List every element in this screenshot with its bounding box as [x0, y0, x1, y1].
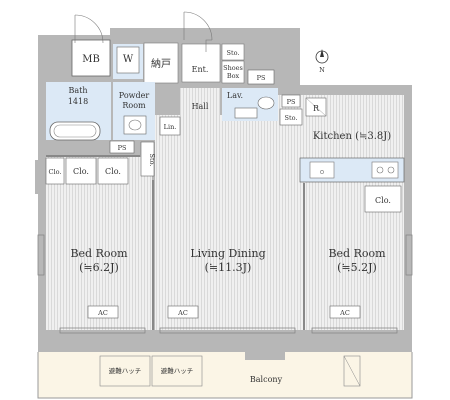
ps-left-label: PS	[118, 144, 127, 152]
washer-label: W	[123, 54, 134, 65]
shoes-box-label-2: Box	[227, 72, 240, 80]
closet-3-label: Clo.	[105, 167, 121, 176]
sink-bowl	[128, 119, 142, 131]
sto-right-label: Sto.	[285, 114, 298, 122]
lav-label: Lav.	[227, 91, 243, 100]
balcony-column	[245, 340, 285, 360]
ac-mid-box	[167, 305, 199, 319]
interior-walls	[46, 155, 305, 330]
ps-right-box	[281, 94, 301, 108]
closet-right-box	[364, 185, 402, 213]
ps-top-label: PS	[257, 74, 266, 82]
sto-hall-label: Sto.	[148, 154, 156, 167]
hall-floor	[180, 88, 220, 128]
wall-notch	[35, 160, 41, 194]
washer-box	[116, 46, 140, 74]
kitchen-sink	[309, 161, 335, 179]
linen-label: Lin.	[164, 123, 177, 131]
mb-label: MB	[82, 54, 100, 65]
closet-1-label: Clo.	[49, 168, 62, 176]
burner-1	[376, 166, 384, 174]
ps-right-label: PS	[287, 98, 296, 106]
windows	[37, 234, 413, 334]
entrance-label: Ent.	[192, 65, 209, 74]
hatch-2-label: 避難ハッチ	[161, 366, 194, 375]
mb-box	[71, 39, 111, 77]
bathtub	[49, 121, 101, 141]
ps-left-box	[109, 140, 135, 154]
bedroom-left-floor	[46, 157, 152, 330]
sink-drain	[320, 170, 324, 174]
hatch-2-box	[151, 355, 203, 387]
bath-label: Bath	[68, 86, 87, 95]
sto-top-box	[221, 43, 245, 61]
bath-size-label: 1418	[68, 97, 88, 106]
shoes-box-label-1: Shoes	[223, 64, 243, 72]
entrance-floor	[181, 43, 221, 83]
hatch-1-label: 避難ハッチ	[109, 366, 142, 375]
lav-sink	[234, 107, 258, 119]
hall-label: Hall	[192, 102, 209, 111]
ac-left-label: AC	[97, 309, 108, 317]
vanity-sink	[123, 115, 147, 135]
powder-room-label-2: Room	[122, 101, 146, 110]
fridge-label: R	[313, 104, 320, 113]
toilet	[257, 96, 275, 110]
stove	[371, 161, 399, 179]
ac-right-label: AC	[339, 309, 350, 317]
bedroom-left-label: Bed Room	[70, 247, 128, 260]
powder-room-label-1: Powder	[119, 91, 150, 100]
bathtub-inner	[53, 124, 97, 138]
closet-1-box	[45, 157, 65, 185]
storage-room	[143, 42, 179, 84]
bedroom-left-size: (≒6.2J)	[79, 261, 119, 274]
linen-box	[159, 116, 181, 136]
burner-2	[387, 166, 395, 174]
entrance-doors	[74, 11, 213, 52]
balcony-label: Balcony	[250, 375, 283, 384]
sto-right-box	[279, 108, 303, 126]
living-dining-label: Living Dining	[190, 247, 265, 260]
kitchen-label: Kitchen (≒3.8J)	[313, 131, 391, 142]
closet-3-box	[97, 157, 129, 185]
north-arrow: N	[315, 49, 329, 74]
closet-right-label: Clo.	[375, 196, 391, 205]
balcony-wall	[38, 340, 412, 352]
bedroom-right-label: Bed Room	[328, 247, 386, 260]
closet-2-label: Clo.	[73, 167, 89, 176]
closet-2-box	[65, 157, 97, 185]
balcony-unit-diagonal	[343, 355, 361, 387]
storage-label: 納戸	[151, 57, 171, 70]
ps-top-box	[247, 69, 275, 85]
ac-left-box	[87, 305, 119, 319]
sto-top-label: Sto.	[227, 49, 240, 57]
shoes-box	[221, 60, 245, 84]
ac-mid-label: AC	[177, 309, 188, 317]
sto-hall-box	[140, 141, 155, 177]
north-label: N	[319, 66, 325, 74]
bedroom-right-size: (≒5.2J)	[337, 261, 377, 274]
ac-right-box	[329, 305, 361, 319]
balcony-unit	[343, 355, 361, 387]
living-dining-size: (≒11.3J)	[205, 261, 252, 274]
balcony-area	[37, 352, 413, 399]
hatch-1-box	[99, 355, 151, 387]
